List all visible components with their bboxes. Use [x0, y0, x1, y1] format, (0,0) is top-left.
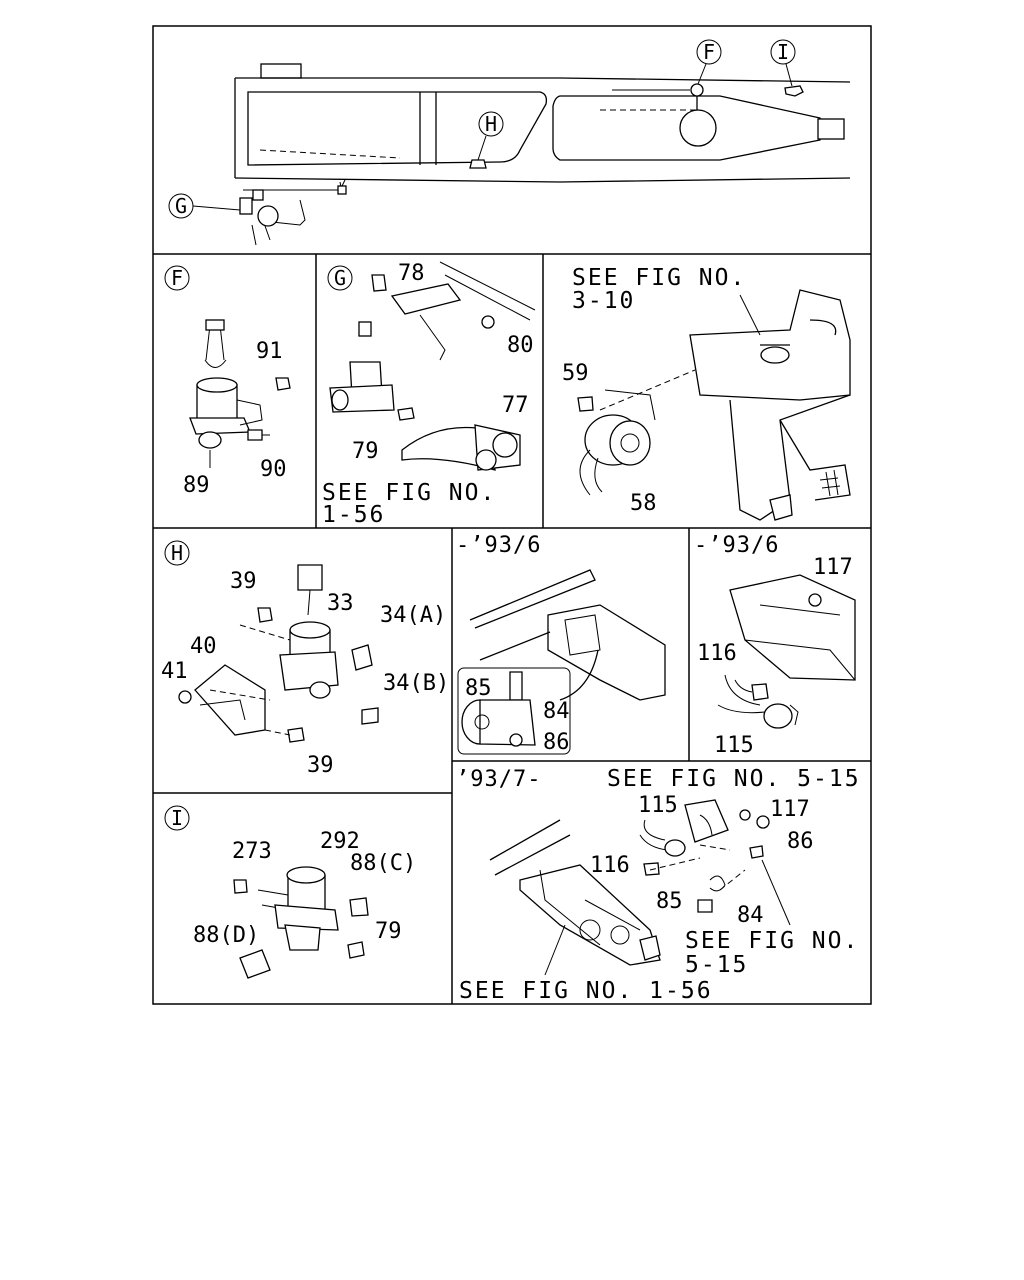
- part-59-label: 59: [562, 361, 589, 386]
- detail-f-letter: F: [171, 266, 183, 290]
- part-39-bottom-label: 39: [307, 753, 334, 778]
- overview-callouts: F I H G: [168, 39, 796, 219]
- part-34b-label: 34(B): [383, 671, 449, 696]
- part-78-label: 78: [398, 261, 425, 286]
- part-117-late-label: 117: [770, 797, 810, 822]
- part-116-late-label: 116: [590, 853, 630, 878]
- part-85-label: 85: [465, 676, 492, 701]
- callout-i-letter: I: [777, 40, 789, 64]
- callout-f-letter: F: [703, 40, 715, 64]
- part-41-label: 41: [161, 659, 188, 684]
- early-relay-panel: -’93/6 117 116 115: [694, 533, 856, 758]
- early-horn-header: -’93/6: [456, 533, 541, 558]
- horn-top-ref-line1: SEE FIG NO.: [572, 265, 746, 291]
- part-80-label: 80: [507, 333, 534, 358]
- overview-chassis: [234, 63, 851, 246]
- part-116-label: 116: [697, 641, 737, 666]
- late-ref-mid-line1: SEE FIG NO.: [685, 928, 859, 954]
- part-273-label: 273: [232, 839, 272, 864]
- part-117-label: 117: [813, 555, 853, 580]
- part-91-label: 91: [256, 339, 283, 364]
- part-77-label: 77: [502, 393, 529, 418]
- part-79-i-label: 79: [375, 919, 402, 944]
- detail-h-letter: H: [171, 541, 183, 565]
- detail-f-panel: F 91 89 90: [164, 265, 291, 498]
- early-horn-panel: -’93/6 85 84 86: [456, 533, 666, 755]
- part-86-late-label: 86: [787, 829, 814, 854]
- detail-i-panel: I 273 292 88(C) 88(D) 79: [164, 805, 416, 979]
- early-relay-header: -’93/6: [694, 533, 779, 558]
- detail-g-ref-line1: SEE FIG NO.: [322, 480, 496, 506]
- late-ref-top: SEE FIG NO. 5-15: [607, 766, 861, 792]
- detail-g-ref-line2: 1-56: [322, 502, 385, 528]
- part-84-late-label: 84: [737, 903, 764, 928]
- callout-h-letter: H: [485, 112, 497, 136]
- part-85-late-label: 85: [656, 889, 683, 914]
- part-39-top-label: 39: [230, 569, 257, 594]
- detail-h-panel: H 39 33 34(A) 40 41 34(B) 39: [161, 540, 449, 778]
- part-115-late-label: 115: [638, 793, 678, 818]
- detail-i-letter: I: [171, 806, 183, 830]
- late-ref-bottom: SEE FIG NO. 1-56: [459, 978, 713, 1004]
- late-panel: ’93/7- SEE FIG NO. 5-15 115 117 86 116 8…: [456, 766, 861, 1004]
- part-88c-label: 88(C): [350, 851, 416, 876]
- detail-g-letter: G: [334, 266, 346, 290]
- part-86-label: 86: [543, 730, 570, 755]
- part-292-label: 292: [320, 829, 360, 854]
- horn-top-panel: SEE FIG NO. 3-10 59 58: [562, 265, 851, 521]
- part-58-label: 58: [630, 491, 657, 516]
- part-40-label: 40: [190, 634, 217, 659]
- part-115-label: 115: [714, 733, 754, 758]
- part-79-label: 79: [352, 439, 379, 464]
- callout-g-letter: G: [175, 194, 187, 218]
- part-84-label: 84: [543, 699, 570, 724]
- part-33-label: 33: [327, 591, 354, 616]
- panel-frames: [152, 25, 872, 1005]
- part-34a-label: 34(A): [380, 603, 446, 628]
- part-90-label: 90: [260, 457, 287, 482]
- detail-g-panel: G 78 80 77 79 SEE FIG NO. 1-56: [322, 261, 536, 528]
- late-ref-mid-line2: 5-15: [685, 952, 748, 978]
- part-88d-label: 88(D): [193, 923, 259, 948]
- part-89-label: 89: [183, 473, 210, 498]
- horn-top-ref-line2: 3-10: [572, 288, 635, 314]
- late-header: ’93/7-: [456, 767, 541, 792]
